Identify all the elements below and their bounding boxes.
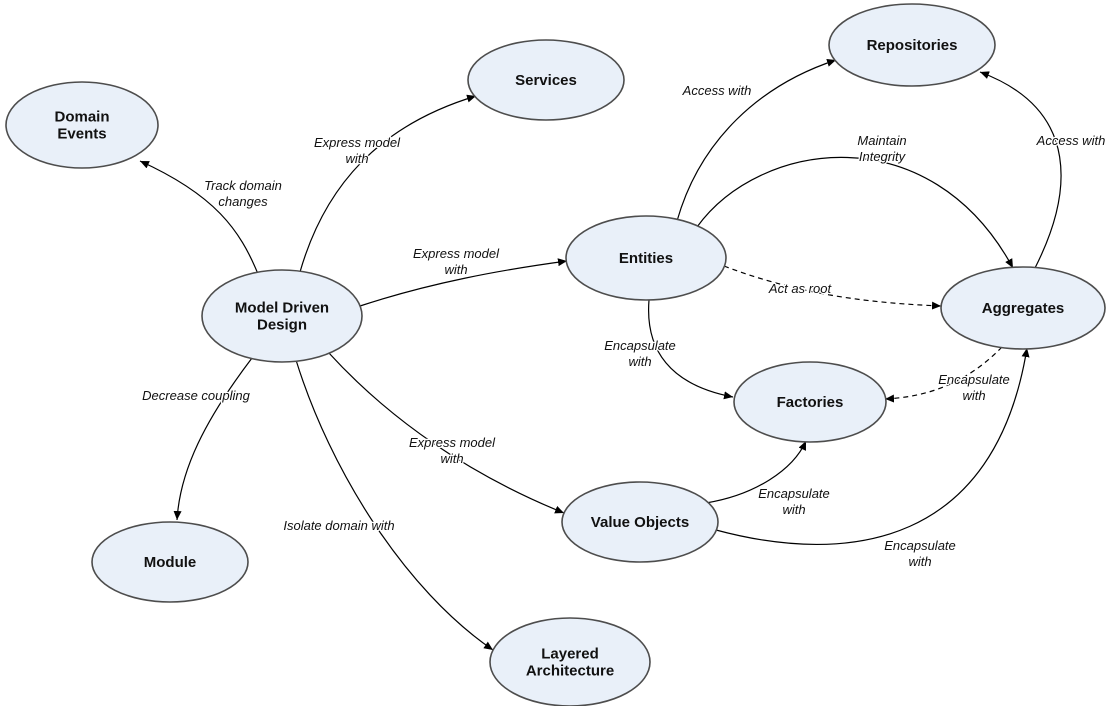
edge-express-model-entities: [359, 258, 568, 307]
node-value-objects: [561, 481, 719, 563]
node-label-repositories: Repositories: [867, 37, 958, 54]
node-repositories: [828, 3, 996, 87]
node-services: [467, 39, 625, 121]
edge-encapsulate-entities-factories: [647, 299, 734, 400]
node-label-factories: Factories: [777, 394, 844, 411]
edge-label-access-with-aggregates: Access with: [1036, 133, 1106, 148]
node-label-entities: Entities: [619, 250, 673, 267]
edge-isolate-domain: [295, 359, 494, 651]
edge-label-decrease-coupling: Decrease coupling: [142, 388, 250, 403]
node-label-services: Services: [515, 72, 577, 89]
edge-decrease-coupling: [173, 357, 253, 521]
edge-label-isolate-domain: Isolate domain with: [283, 518, 394, 533]
node-model-driven-design: [201, 269, 363, 363]
edge-track-domain-changes: [139, 160, 259, 275]
edge-encapsulate-vo-factories: [705, 440, 807, 504]
node-domain-events: [5, 81, 159, 169]
edge-access-with-aggregates: [979, 71, 1062, 269]
node-aggregates: [940, 266, 1106, 350]
node-label-module: Module: [144, 554, 197, 571]
edge-encapsulate-aggregates-factories: [884, 346, 1003, 403]
node-layered-architecture: [489, 617, 651, 706]
edge-encapsulate-vo-aggregates: [715, 347, 1030, 546]
edge-express-model-value-objects: [327, 351, 565, 514]
edge-label-act-as-root: Act as root: [768, 281, 833, 296]
node-entities: [565, 215, 727, 301]
edge-label-access-with-entities: Access with: [682, 83, 752, 98]
edge-access-with-entities: [676, 59, 837, 222]
node-label-aggregates: Aggregates: [982, 300, 1065, 317]
node-module: [91, 521, 249, 603]
edge-maintain-integrity: [696, 156, 1014, 269]
node-label-value-objects: Value Objects: [591, 514, 689, 531]
edge-express-model-services: [299, 94, 477, 273]
node-factories: [733, 361, 887, 443]
edge-act-as-root: [723, 265, 942, 310]
